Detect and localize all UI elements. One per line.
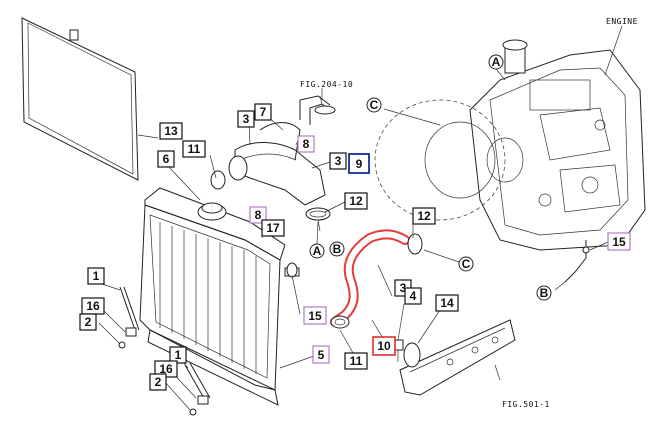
stay-rods: [118, 286, 211, 416]
fig-ref-bottom: FIG.501-1: [502, 400, 550, 409]
callout-6: 6: [163, 152, 170, 166]
callout-4: 4: [410, 289, 417, 303]
mounting-bracket: [397, 319, 516, 396]
callout-12: 12: [349, 194, 363, 208]
connector-b-mid: B: [329, 241, 345, 257]
callout-11: 11: [188, 142, 201, 156]
callout-3: 3: [243, 112, 250, 126]
callout-13: 13: [164, 124, 178, 138]
callout-11: 11: [350, 354, 363, 368]
callout-16: 16: [159, 362, 173, 376]
callouts: 13 7 3 8 11 6 3 9 8 17 12 12 15: [79, 103, 631, 391]
callout-9: 9: [356, 157, 363, 171]
callout-3: 3: [400, 281, 407, 295]
callout-3: 3: [335, 154, 342, 168]
fig-ref-top: FIG.204-10: [300, 80, 353, 89]
engine-assembly: [374, 25, 646, 291]
callout-2: 2: [85, 315, 92, 329]
callout-16: 16: [86, 299, 100, 313]
radiator-screen: [21, 17, 139, 181]
callout-10: 10: [377, 339, 391, 353]
callout-1: 1: [93, 269, 100, 283]
callout-12: 12: [417, 209, 431, 223]
connector-label: A: [492, 55, 501, 69]
callout-8: 8: [303, 137, 310, 151]
connector-label: B: [333, 242, 342, 256]
connector-b-right: B: [536, 285, 552, 301]
connector-a-mid: A: [309, 243, 325, 259]
callout-15: 15: [308, 309, 322, 323]
connector-c-top: C: [366, 97, 382, 113]
engine-label: ENGINE: [606, 17, 638, 26]
connector-c-mid: C: [458, 256, 474, 272]
connector-label: C: [370, 98, 379, 112]
connector-label: B: [540, 286, 549, 300]
callout-15: 15: [612, 235, 626, 249]
callout-17: 17: [266, 221, 280, 235]
callout-8: 8: [255, 208, 262, 222]
lower-red-hose: [330, 229, 423, 329]
callout-14: 14: [440, 296, 454, 310]
fittings: [286, 262, 404, 351]
upper-hose-assembly: [210, 88, 336, 221]
connector-a-top: A: [488, 54, 504, 70]
connector-label: A: [313, 244, 322, 258]
connector-label: C: [462, 257, 471, 271]
callout-5: 5: [318, 348, 325, 362]
callout-2: 2: [155, 375, 162, 389]
callout-7: 7: [260, 105, 267, 119]
callout-1: 1: [175, 348, 182, 362]
